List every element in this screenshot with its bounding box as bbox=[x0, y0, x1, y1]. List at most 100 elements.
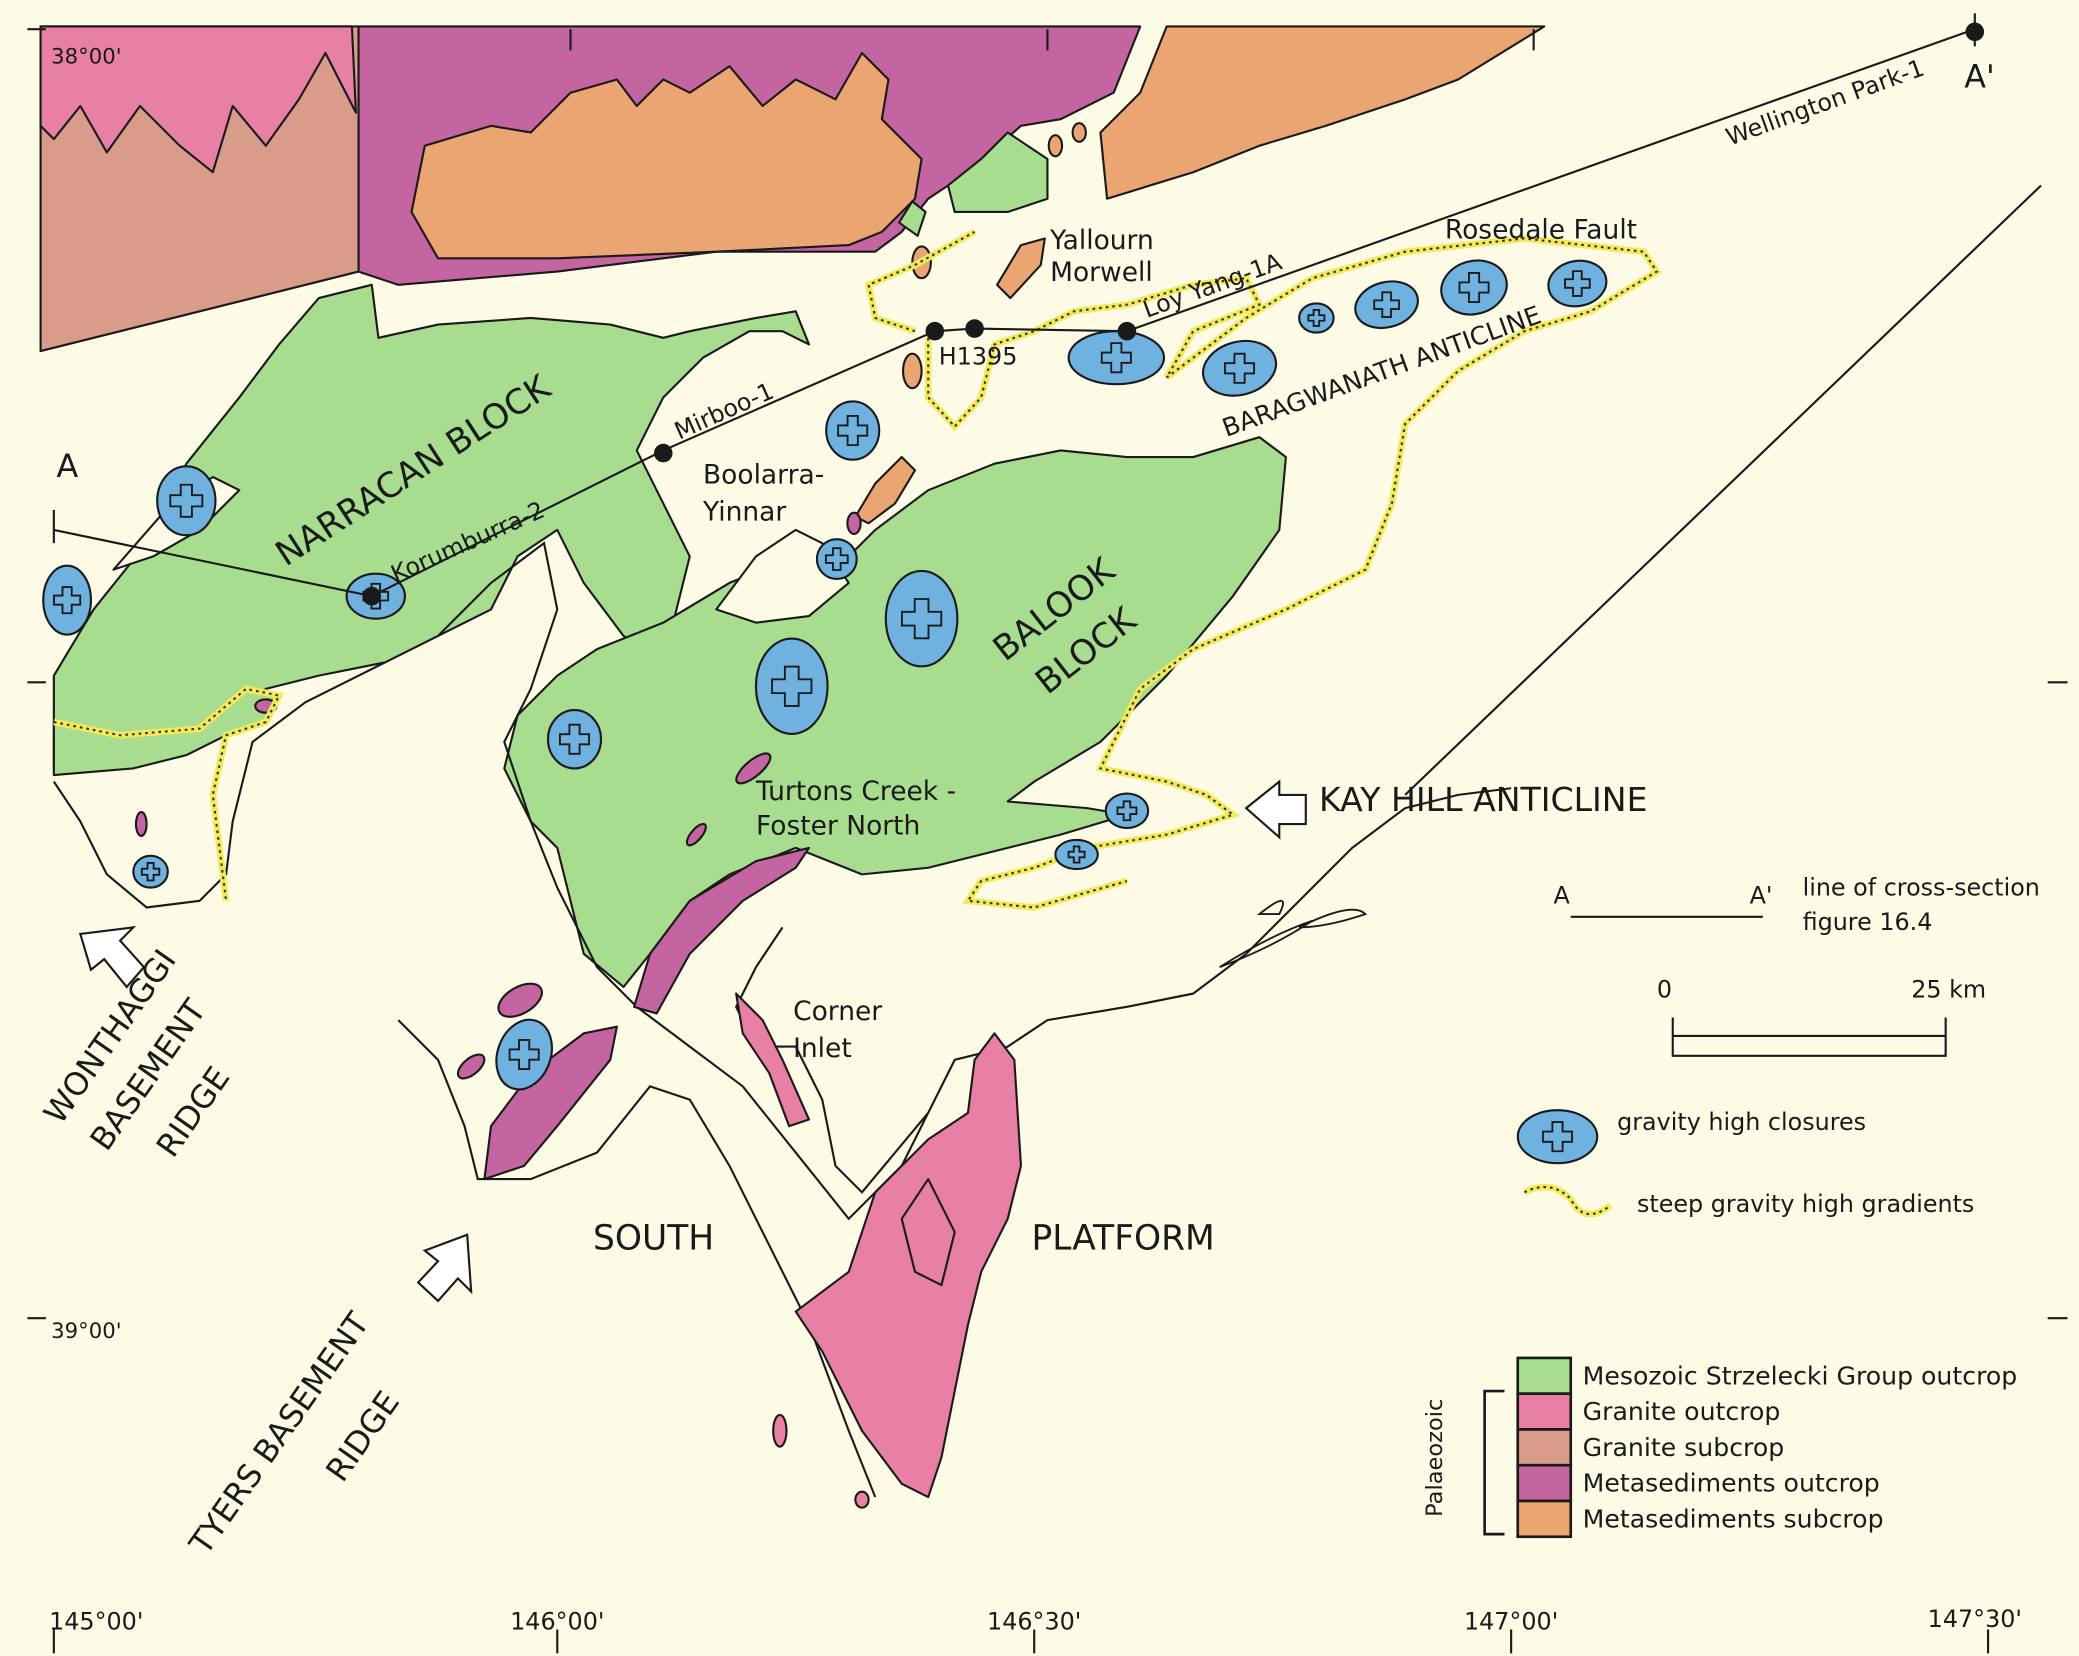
mesozoic-outcrop-north2 bbox=[898, 200, 927, 237]
well-loy-yang bbox=[1117, 321, 1137, 341]
well-h1395-a bbox=[925, 321, 945, 341]
legend-swatch bbox=[1516, 1356, 1573, 1396]
well-korumburra bbox=[362, 586, 382, 606]
cross-icon bbox=[53, 586, 82, 615]
metasediments-outcrop-5 bbox=[735, 752, 772, 785]
metasediments-subcrop-small bbox=[1071, 122, 1087, 143]
legend-gravity-symbol bbox=[1516, 1109, 1599, 1165]
inlet-islands bbox=[1219, 899, 1368, 968]
gravity-high-closure bbox=[1547, 259, 1608, 308]
cross-icon bbox=[824, 547, 849, 571]
gravity-high-closure bbox=[132, 854, 169, 889]
mesozoic-outcrop-narracan bbox=[52, 283, 811, 770]
legend-item-label: Mesozoic Strzelecki Group outcrop bbox=[1583, 1361, 2018, 1390]
label-boolarra-2: Yinnar bbox=[702, 497, 786, 528]
label-turtons-2: Foster North bbox=[756, 811, 920, 842]
cross-icon bbox=[1100, 342, 1132, 374]
metasediments-subcrop-area bbox=[410, 51, 923, 260]
legend-section-a: A bbox=[1554, 882, 1571, 910]
well-h1395-b bbox=[965, 319, 984, 338]
cross-icon bbox=[771, 665, 813, 707]
lat-39: 39°00' bbox=[51, 1318, 121, 1343]
metasediments-subcrop-area-east bbox=[1099, 25, 1546, 200]
legend-item-label: Metasediments outcrop bbox=[1583, 1469, 1880, 1498]
metasediments-subcrop-small bbox=[1047, 134, 1064, 158]
metasediments-subcrop-small bbox=[901, 352, 923, 390]
label-section-a: A bbox=[56, 448, 78, 485]
metasediments-subcrop-boolarra bbox=[854, 455, 917, 525]
legend-section-text-2: figure 16.4 bbox=[1803, 908, 1933, 936]
cross-icon bbox=[1541, 1121, 1573, 1153]
legend-section-text-1: line of cross-section bbox=[1803, 874, 2040, 902]
gravity-high-closure bbox=[1298, 302, 1335, 334]
cross-icon bbox=[508, 1039, 540, 1071]
arrow-tyers bbox=[416, 1233, 473, 1303]
metasediments-outcrop-7 bbox=[134, 811, 148, 838]
gravity-high-closure bbox=[1440, 259, 1508, 316]
label-rosedale: Rosedale Fault bbox=[1445, 214, 1637, 245]
cross-icon bbox=[837, 415, 869, 447]
cross-icon bbox=[1373, 291, 1400, 319]
label-south: SOUTH bbox=[593, 1218, 714, 1258]
legend-swatch bbox=[1516, 1499, 1573, 1539]
cross-icon bbox=[1067, 845, 1086, 864]
legend-gradient-dots bbox=[1523, 1185, 1612, 1216]
lon-146-30: 146°30' bbox=[987, 1608, 1081, 1636]
lon-146: 146°00' bbox=[510, 1608, 604, 1636]
lon-147: 147°00' bbox=[1464, 1608, 1558, 1636]
granite-outcrop-area bbox=[39, 25, 357, 174]
label-boolarra-1: Boolarra- bbox=[703, 460, 824, 491]
legend-item-label: Granite outcrop bbox=[1583, 1397, 1781, 1426]
legend-item-label: Granite subcrop bbox=[1583, 1433, 1785, 1462]
granite-outcrop-wilsons-prom bbox=[794, 1032, 1023, 1499]
legend-section-a2: A' bbox=[1750, 882, 1773, 910]
legend-gravity-closures: gravity high closures bbox=[1617, 1108, 1866, 1136]
longitude-labels: 145°00' 146°00' 146°30' 147°00' 147°30' bbox=[49, 1605, 2022, 1636]
cross-icon bbox=[558, 723, 590, 755]
granite-outcrop-corner bbox=[735, 992, 811, 1128]
fault-line bbox=[1404, 184, 2042, 796]
label-platform: PLATFORM bbox=[1032, 1218, 1215, 1258]
cross-icon bbox=[1224, 352, 1256, 384]
legend-gravity-icon bbox=[1516, 1109, 1599, 1165]
well-markers bbox=[362, 22, 1985, 606]
label-corner-2: Inlet bbox=[793, 1033, 852, 1064]
legend-swatch bbox=[1516, 1392, 1573, 1431]
gravity-high-closure bbox=[1202, 339, 1278, 397]
well-mirboo bbox=[653, 443, 673, 463]
coastline bbox=[52, 541, 1512, 1221]
gravity-high-closure bbox=[495, 1018, 553, 1091]
arrow-kay-hill bbox=[1244, 779, 1307, 840]
gravity-high-closure bbox=[815, 538, 858, 580]
scale-0: 0 bbox=[1657, 976, 1672, 1004]
gravity-high-closure bbox=[884, 569, 959, 668]
metasediments-outcrop-2 bbox=[633, 846, 811, 1015]
metasediments-outcrop-4 bbox=[456, 1053, 486, 1080]
label-kay-hill: KAY HILL ANTICLINE bbox=[1319, 780, 1647, 819]
metasediments-outcrop-1 bbox=[483, 1025, 618, 1181]
legend-palaeozoic: Palaeozoic bbox=[1422, 1399, 1448, 1517]
metasediments-outcrop-8 bbox=[846, 511, 862, 535]
gravity-high-closures bbox=[42, 259, 1608, 1091]
scale-bar bbox=[1671, 1017, 1947, 1057]
lon-147-30: 147°30' bbox=[1928, 1605, 2022, 1633]
label-yallourn: Yallourn bbox=[1049, 225, 1154, 256]
label-h1395: H1395 bbox=[939, 342, 1018, 370]
metasediments-outcrop-3 bbox=[497, 982, 543, 1018]
gravity-high-closure bbox=[754, 637, 829, 735]
gravity-high-closure bbox=[825, 400, 881, 461]
scale-25: 25 km bbox=[1911, 976, 1986, 1004]
mesozoic-outcrop-north bbox=[947, 131, 1049, 214]
arrow-wonthaggi bbox=[78, 925, 146, 989]
metasediments-subcrop-yallourn bbox=[996, 237, 1046, 300]
cross-icon bbox=[169, 483, 204, 518]
gravity-high-closure bbox=[1354, 280, 1419, 330]
gravity-high-closure bbox=[546, 709, 603, 770]
label-morwell: Morwell bbox=[1050, 257, 1153, 288]
label-section-a-prime: A' bbox=[1964, 58, 1994, 95]
cross-icon bbox=[140, 862, 161, 882]
gravity-high-closure bbox=[156, 465, 217, 537]
granite-outcrop-small bbox=[772, 1413, 788, 1448]
legend-swatch bbox=[1516, 1463, 1573, 1503]
